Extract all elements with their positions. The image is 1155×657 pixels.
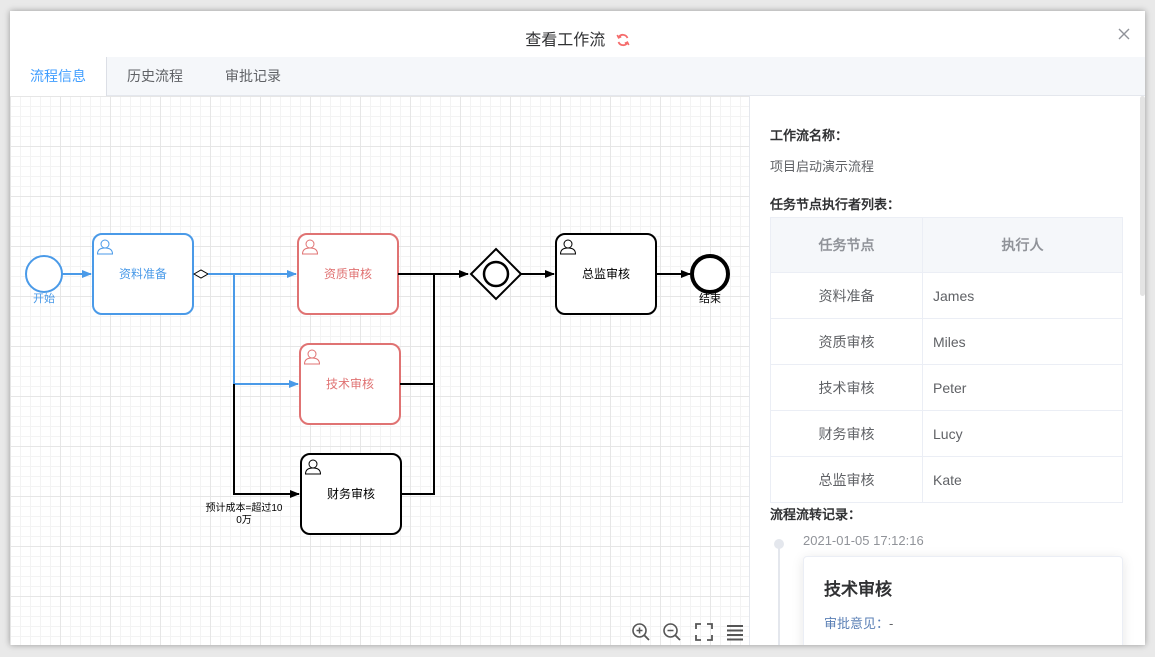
dialog-title-wrap: 查看工作流 bbox=[10, 26, 1145, 50]
cell-node: 技术审核 bbox=[770, 364, 923, 411]
timeline-line bbox=[778, 543, 780, 645]
cell-node: 总监审核 bbox=[770, 456, 923, 503]
cell-executor: James bbox=[922, 272, 1123, 319]
table-header-row: 任务节点 执行人 bbox=[770, 217, 1123, 273]
cell-executor: Kate bbox=[922, 456, 1123, 503]
flow-technical-gateway bbox=[400, 274, 435, 385]
cell-executor: Peter bbox=[922, 364, 1123, 411]
cell-executor: Miles bbox=[922, 318, 1123, 365]
menu-icon[interactable] bbox=[724, 621, 746, 643]
table-row: 资质审核 Miles bbox=[770, 318, 1123, 365]
tab-approval-records[interactable]: 审批记录 bbox=[225, 68, 281, 84]
table-header-node: 任务节点 bbox=[770, 217, 923, 273]
task-prepare-label: 资料准备 bbox=[119, 267, 167, 281]
tab-bar: 流程信息 历史流程 审批记录 bbox=[10, 57, 1145, 97]
table-row: 财务审核 Lucy bbox=[770, 410, 1123, 457]
flow-default-marker bbox=[192, 269, 210, 279]
workflow-dialog: 查看工作流 流程信息 历史流程 审批记录 bbox=[10, 11, 1145, 645]
workflow-name-title: 工作流名称： bbox=[770, 128, 849, 143]
records-title: 流程流转记录： bbox=[770, 507, 862, 522]
condition-label-line2: 0万 bbox=[236, 515, 252, 526]
parallel-gateway[interactable] bbox=[469, 247, 523, 301]
table-row: 总监审核 Kate bbox=[770, 456, 1123, 503]
zoom-in-icon[interactable] bbox=[630, 621, 652, 643]
flow-finance-gateway bbox=[401, 384, 435, 495]
user-icon bbox=[304, 459, 322, 475]
task-technical-label: 技术审核 bbox=[326, 376, 374, 391]
task-finance[interactable]: 财务审核 bbox=[300, 453, 402, 535]
workflow-name-value: 项目启动演示流程 bbox=[770, 159, 875, 174]
cell-node: 资质审核 bbox=[770, 318, 923, 365]
condition-label-line1: 预计成本=超过10 bbox=[206, 501, 283, 514]
zoom-out-icon[interactable] bbox=[661, 621, 683, 643]
info-panel: 工作流名称： 项目启动演示流程 任务节点执行者列表： 任务节点 执行人 资料准备… bbox=[750, 96, 1145, 645]
refresh-icon[interactable] bbox=[616, 33, 630, 47]
user-icon bbox=[303, 349, 321, 365]
bpmn-canvas[interactable]: 开始 资料准备 资质审核 bbox=[10, 96, 750, 645]
user-icon bbox=[96, 239, 114, 255]
executors-title: 任务节点执行者列表： bbox=[770, 197, 901, 212]
cell-node: 资料准备 bbox=[770, 272, 923, 319]
timeline-opinion: 审批意见：- bbox=[824, 613, 893, 632]
table-row: 技术审核 Peter bbox=[770, 364, 1123, 411]
table-header-executor: 执行人 bbox=[922, 217, 1123, 273]
user-icon bbox=[559, 239, 577, 255]
start-event[interactable] bbox=[25, 255, 63, 293]
task-prepare[interactable]: 资料准备 bbox=[92, 233, 194, 315]
dialog-header: 查看工作流 bbox=[10, 11, 1145, 58]
opinion-value: - bbox=[889, 616, 894, 631]
flow-prepare-technical bbox=[233, 274, 299, 388]
task-technical[interactable]: 技术审核 bbox=[299, 343, 401, 425]
end-event[interactable] bbox=[690, 254, 730, 294]
end-label: 结束 bbox=[699, 292, 721, 305]
user-icon bbox=[301, 239, 319, 255]
task-finance-label: 财务审核 bbox=[327, 486, 375, 501]
fit-screen-icon[interactable] bbox=[693, 621, 715, 643]
timeline-dot bbox=[774, 539, 784, 549]
timeline-card-title: 技术审核 bbox=[824, 580, 892, 599]
flow-prepare-finance bbox=[233, 384, 300, 498]
timeline-time: 2021-01-05 17:12:16 bbox=[803, 533, 924, 548]
opinion-label: 审批意见： bbox=[824, 616, 890, 631]
timeline-card: 技术审核 审批意见：- bbox=[803, 556, 1123, 645]
task-qualification-label: 资质审核 bbox=[324, 266, 372, 281]
task-director-label: 总监审核 bbox=[582, 266, 630, 281]
dialog-title: 查看工作流 bbox=[525, 32, 606, 49]
table-row: 资料准备 James bbox=[770, 272, 1123, 319]
start-label: 开始 bbox=[33, 291, 55, 305]
cell-node: 财务审核 bbox=[770, 410, 923, 457]
executors-table: 任务节点 执行人 资料准备 James 资质审核 Miles 技术审核 Pete… bbox=[770, 217, 1123, 503]
panel-scrollbar[interactable] bbox=[1140, 96, 1145, 296]
task-director[interactable]: 总监审核 bbox=[555, 233, 657, 315]
cell-executor: Lucy bbox=[922, 410, 1123, 457]
task-qualification[interactable]: 资质审核 bbox=[297, 233, 399, 315]
tab-history[interactable]: 历史流程 bbox=[127, 68, 183, 84]
bpmn-diagram: 开始 资料准备 资质审核 bbox=[25, 233, 730, 535]
tab-process-info[interactable]: 流程信息 bbox=[10, 57, 107, 97]
close-icon[interactable] bbox=[1117, 27, 1131, 41]
